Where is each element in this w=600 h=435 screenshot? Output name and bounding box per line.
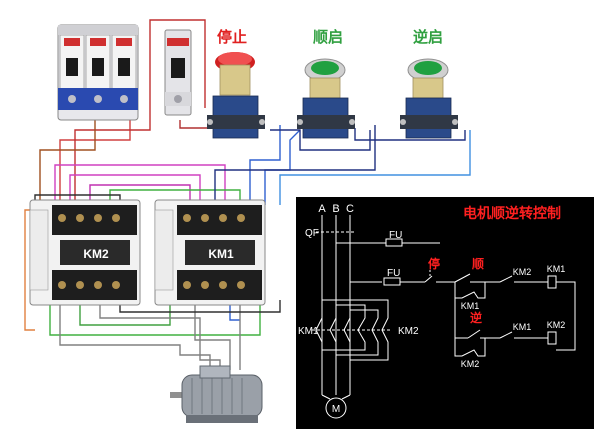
- stop-contact-label: 停: [428, 256, 440, 271]
- wire-red-2: [149, 19, 206, 108]
- stop-pushbutton: 停止: [207, 28, 265, 139]
- motor-image: [170, 365, 263, 423]
- wire-magenta-1: [54, 164, 226, 205]
- forward-contact-label: 顺: [472, 256, 484, 271]
- wire-navy-2: [354, 128, 466, 141]
- reverse-pushbutton: 逆启: [400, 28, 458, 139]
- stop-button-label: 停止: [217, 28, 247, 46]
- schematic-title: 电机顺逆转控制: [463, 205, 561, 222]
- km2-hold-label: KM2: [461, 359, 480, 369]
- main-km1-label: KM1: [298, 326, 319, 337]
- forward-button-label: 顺启: [313, 28, 343, 46]
- contactor-km1: KM1: [154, 199, 266, 306]
- interlock-bot-label: KM1: [513, 322, 532, 332]
- wire-blue-2: [264, 129, 301, 205]
- breaker-1pole: [164, 29, 192, 116]
- fu-main-label: FU: [389, 230, 402, 241]
- contactor-km2: KM2: [29, 199, 141, 306]
- reverse-button-label: 逆启: [413, 28, 443, 46]
- phase-b-label: B: [332, 203, 339, 215]
- interlock-top-label: KM2: [513, 267, 532, 277]
- forward-pushbutton: 顺启: [297, 28, 355, 139]
- breaker-3pole: [57, 24, 139, 121]
- wire-navy-1: [270, 129, 371, 151]
- contactor-km1-label: KM1: [208, 247, 234, 261]
- km1-hold-label: KM1: [461, 301, 480, 311]
- wire-grey-2: [99, 300, 221, 370]
- coil-bot-label: KM2: [547, 320, 566, 330]
- reverse-contact-label: 逆: [470, 310, 482, 325]
- phase-a-label: A: [318, 203, 326, 215]
- motor-label: M: [332, 404, 340, 415]
- wire-red-4: [179, 120, 215, 129]
- main-km2-label: KM2: [398, 326, 419, 337]
- wire-cyan-1: [279, 130, 471, 205]
- wire-green-2: [49, 300, 261, 336]
- coil-top-label: KM1: [547, 264, 566, 274]
- schematic-lines: [312, 215, 576, 419]
- wire-grey-1: [59, 300, 211, 370]
- contactor-km2-label: KM2: [83, 247, 109, 261]
- wire-grey-3: [194, 300, 231, 370]
- wire-blue-1: [249, 125, 281, 205]
- qf-label: QF: [305, 228, 319, 239]
- wire-black-1: [119, 300, 281, 313]
- phase-c-label: C: [346, 203, 354, 215]
- wire-brown-1: [39, 120, 96, 200]
- fu-ctrl-label: FU: [387, 268, 400, 279]
- wire-navy-3: [214, 125, 376, 205]
- wire-green-1: [109, 189, 241, 205]
- schematic-panel: 电机顺逆转控制 A B C: [296, 197, 594, 429]
